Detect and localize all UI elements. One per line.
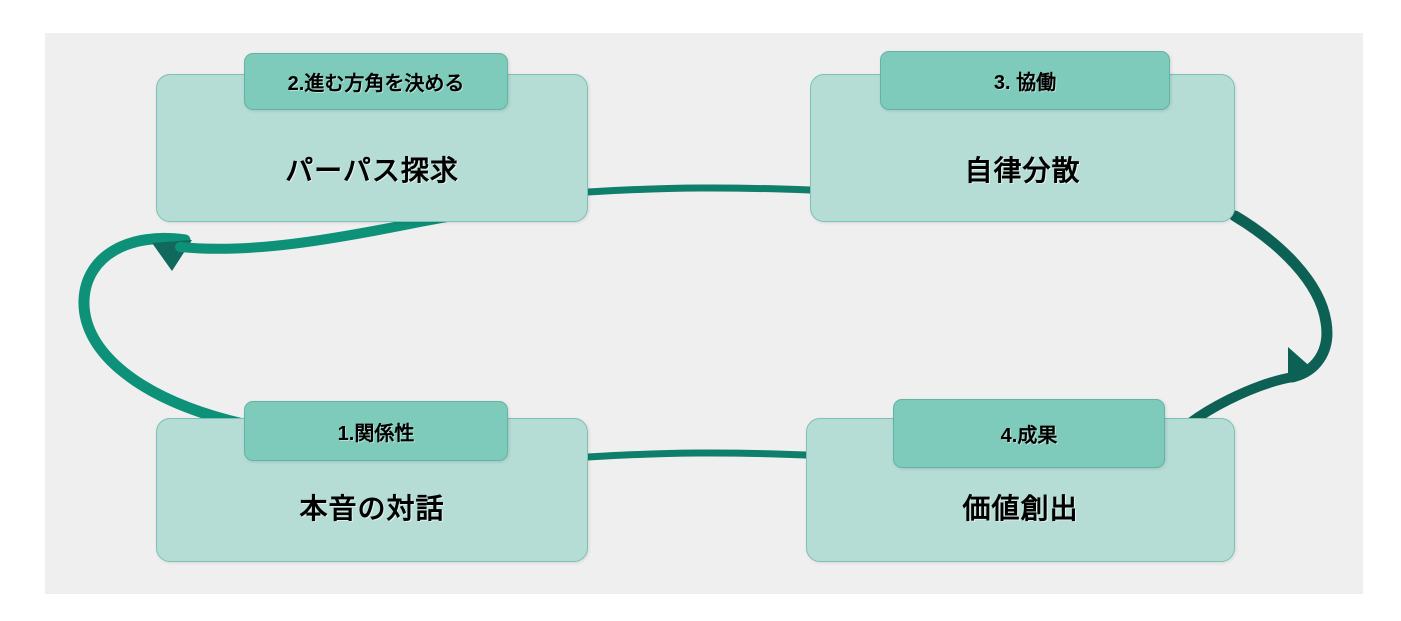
badge-purpose-label: 2.進む方角を決める <box>287 73 465 95</box>
node-dialogue-title: 本音の対話 <box>299 493 445 524</box>
badge-value-label: 4.成果 <box>1000 425 1058 447</box>
badge-dialogue-label: 1.関係性 <box>337 422 415 445</box>
badge-dialogue[interactable]: 1.関係性 <box>244 401 508 461</box>
node-purpose-title: パーパス探求 <box>285 155 459 186</box>
badge-value[interactable]: 4.成果 <box>893 399 1165 468</box>
badge-autonomy-label: 3. 協働 <box>993 72 1057 94</box>
badge-purpose[interactable]: 2.進む方角を決める <box>244 53 508 110</box>
node-autonomy-title: 自律分散 <box>964 155 1081 186</box>
node-value-title: 価値創出 <box>962 493 1079 524</box>
badge-autonomy[interactable]: 3. 協働 <box>880 51 1170 110</box>
